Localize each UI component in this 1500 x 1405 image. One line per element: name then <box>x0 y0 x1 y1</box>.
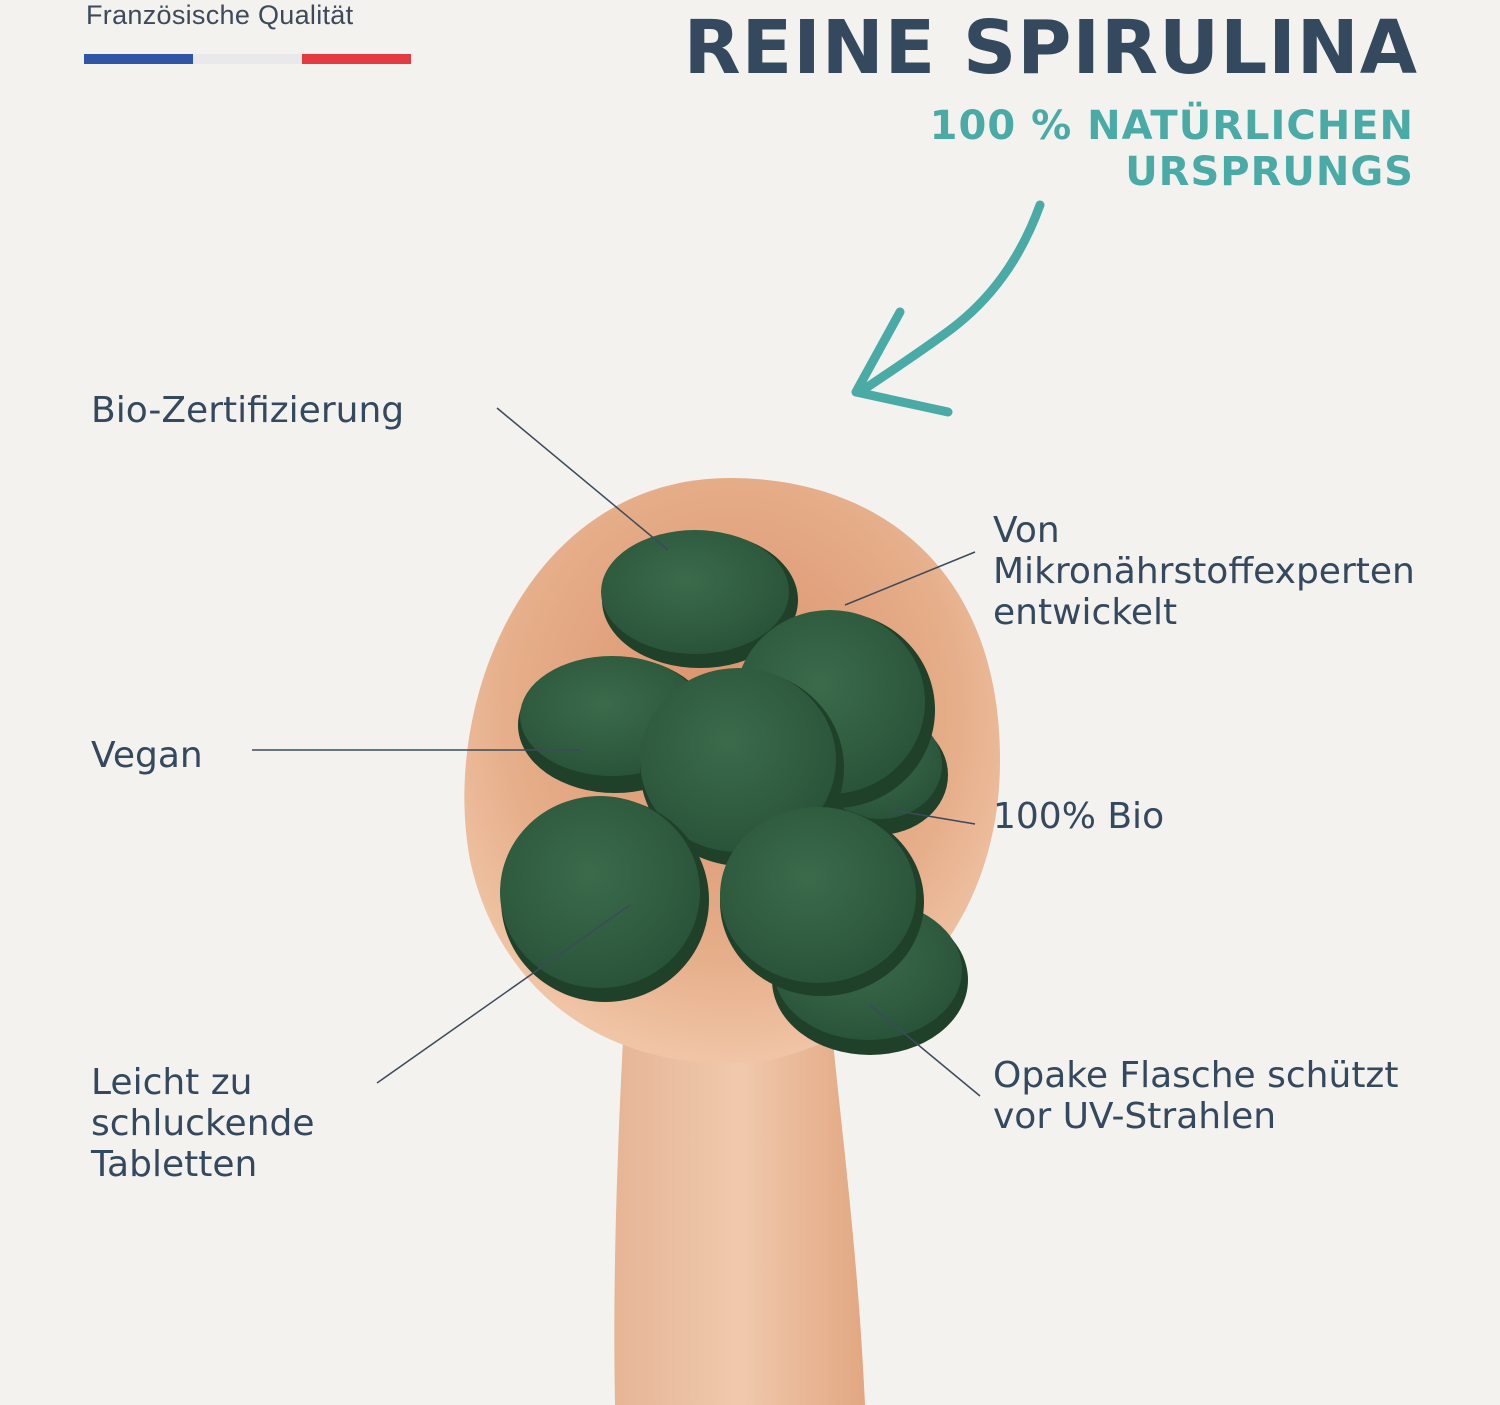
callout-line-bio100 <box>891 809 976 825</box>
arrow-icon <box>851 200 1045 417</box>
page-title: REINE SPIRULINA <box>683 5 1418 91</box>
label-100-bio: 100% Bio <box>993 796 1165 837</box>
tablets-line-3: Tabletten <box>91 1144 258 1185</box>
callout-line-bio-cert <box>496 407 669 551</box>
callout-line-bottle <box>869 1004 981 1097</box>
label-vegan: Vegan <box>91 735 203 776</box>
tablet <box>720 807 924 996</box>
label-opaque-bottle: Opake Flasche schützt vor UV-Strahlen <box>993 1055 1398 1137</box>
tablet <box>500 796 709 1002</box>
experts-line-2: Mikronährstoffexperten <box>993 551 1415 592</box>
page-subtitle: 100 % NATÜRLICHEN URSPRUNGS <box>930 103 1414 195</box>
label-bio-certification: Bio-Zertifizierung <box>91 390 405 431</box>
tablets-line-2: schluckende <box>91 1103 315 1144</box>
experts-line-1: Von <box>993 510 1060 551</box>
tablet <box>601 530 798 668</box>
label-micronutrient-experts: Von Mikronährstoffexperten entwickelt <box>993 510 1415 633</box>
flag-white <box>193 54 302 64</box>
flag-red <box>302 54 411 64</box>
spoon-handle <box>614 1000 865 1405</box>
spirulina-tablets <box>500 530 968 1055</box>
subtitle-line-1: 100 % NATÜRLICHEN <box>929 103 1414 149</box>
flag-blue <box>84 54 193 64</box>
tablets-line-1: Leicht zu <box>91 1062 253 1103</box>
label-easy-tablets: Leicht zu schluckende Tabletten <box>91 1062 315 1185</box>
bottle-line-2: vor UV-Strahlen <box>993 1096 1277 1137</box>
quality-label: Französische Qualität <box>86 0 354 30</box>
experts-line-3: entwickelt <box>993 592 1178 633</box>
bottle-line-1: Opake Flasche schützt <box>993 1055 1399 1096</box>
callout-line-experts <box>844 551 976 606</box>
subtitle-line-2: URSPRUNGS <box>1125 149 1414 195</box>
french-flag-bar <box>84 54 411 64</box>
callout-line-tablets <box>376 904 631 1084</box>
